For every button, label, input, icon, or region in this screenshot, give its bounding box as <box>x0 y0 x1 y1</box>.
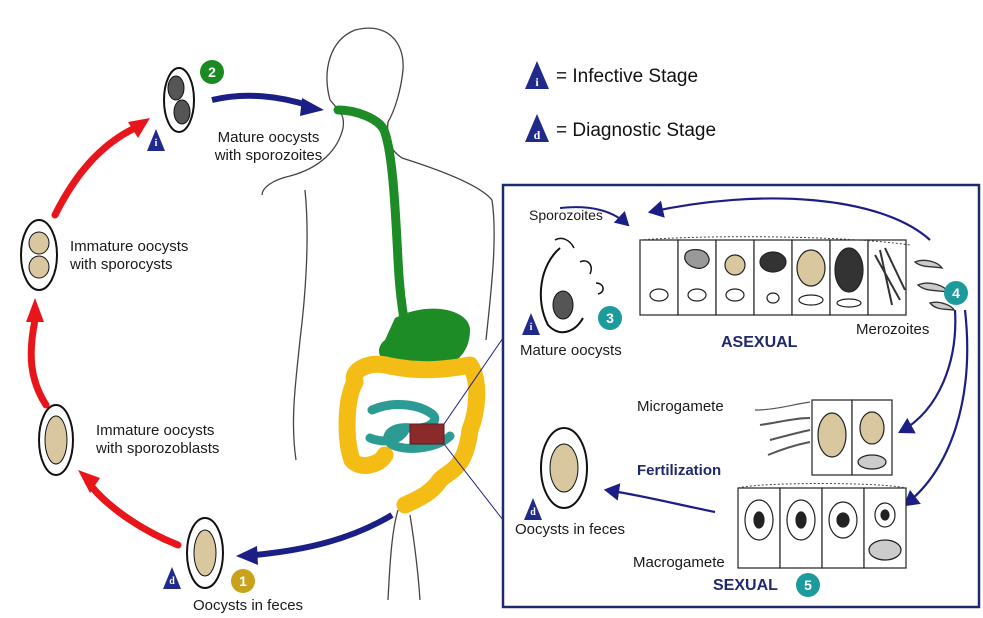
diagnostic-stage-legend-icon: d <box>524 113 550 143</box>
step-4-badge: 4 <box>944 281 968 305</box>
asexual-cells <box>640 240 906 315</box>
merozoites-label: Merozoites <box>856 321 929 339</box>
oocyst-mature-top <box>164 68 194 132</box>
infective-symbol: i <box>524 75 550 89</box>
oocyst-sporozoblasts <box>39 405 73 475</box>
step-3-badge: 3 <box>598 306 622 330</box>
diagnostic-stage-marker-bottom: d <box>162 566 182 590</box>
microgamete-label: Microgamete <box>637 398 724 416</box>
fertilization-label: Fertilization <box>637 462 721 480</box>
step-1-badge: 1 <box>231 569 255 593</box>
asexual-label: ASEXUAL <box>721 334 797 352</box>
oocysts-in-feces-label: Oocysts in feces <box>193 597 303 615</box>
immature-oocysts-sporozoblasts-label: Immature oocysts with sporozoblasts <box>96 422 219 458</box>
diagnostic-stage-marker-inset: d <box>523 497 543 521</box>
sexual-label: SEXUAL <box>713 577 778 595</box>
digestive-tract <box>338 110 477 505</box>
macrogamete-label: Macrogamete <box>633 554 725 572</box>
step-5-badge: 5 <box>796 573 820 597</box>
sporozoites-label: Sporozoites <box>529 206 603 224</box>
infective-stage-legend-icon: i <box>524 60 550 90</box>
infective-stage-legend-text: = Infective Stage <box>556 66 698 88</box>
mature-oocysts-inset-label: Mature oocysts <box>520 342 622 360</box>
oocysts-in-feces-inset-label: Oocysts in feces <box>515 521 625 539</box>
external-cycle-arrows <box>31 128 178 545</box>
mature-oocysts-label: Mature oocysts with sporozoites <box>196 129 341 165</box>
human-body-outline <box>262 28 494 600</box>
immature-oocysts-sporocysts-label: Immature oocysts with sporocysts <box>70 238 188 274</box>
diagnostic-symbol: d <box>524 128 550 142</box>
inset-feces-oocyst <box>541 428 587 508</box>
diagnostic-stage-legend-text: = Diagnostic Stage <box>556 120 716 142</box>
oocyst-feces-bottom <box>187 518 223 588</box>
oocyst-sporocysts <box>21 220 57 290</box>
step-2-badge: 2 <box>200 60 224 84</box>
infective-stage-marker-inset: i <box>521 312 541 336</box>
infective-stage-marker-top: i <box>146 128 166 152</box>
